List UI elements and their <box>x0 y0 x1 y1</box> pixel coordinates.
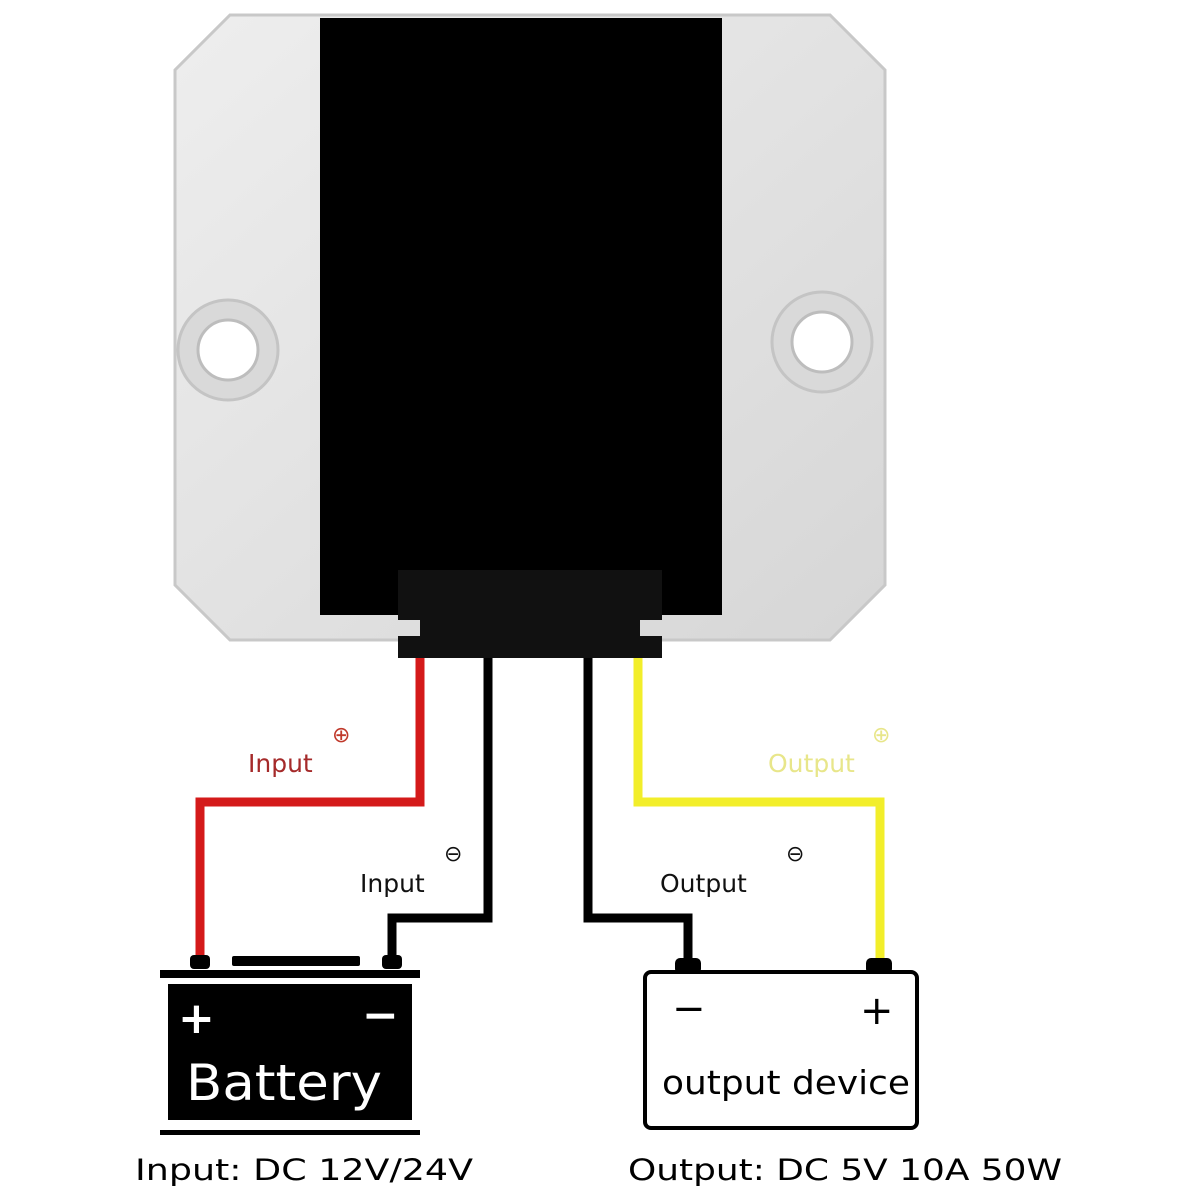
output-spec: Output: DC 5V 10A 50W <box>628 1153 1062 1187</box>
black-output-negative-wire <box>583 658 693 962</box>
negative-symbol-icon: ⊖ <box>786 842 804 867</box>
input-positive-label: Input <box>248 749 313 778</box>
yellow-output-positive-wire <box>633 658 885 962</box>
battery-minus-sign: − <box>362 990 399 1041</box>
output-negative-label: Output <box>660 869 747 898</box>
positive-symbol-icon: ⊕ <box>332 723 350 748</box>
output-device-minus-sign: − <box>672 986 706 1032</box>
positive-symbol-icon: ⊕ <box>872 723 890 748</box>
mounting-hole-right <box>770 290 874 394</box>
input-spec: Input: DC 12V/24V <box>135 1153 473 1187</box>
output-device-box <box>643 970 919 1130</box>
battery-label: Battery <box>186 1054 382 1112</box>
battery-positive-terminal <box>190 955 210 969</box>
battery: + − Battery <box>160 955 420 1135</box>
output-device-label: output device <box>662 1063 910 1102</box>
output-positive-label: Output <box>768 749 855 778</box>
wire-connector-block <box>398 570 662 658</box>
output-device-plus-sign: + <box>860 988 894 1034</box>
battery-plus-sign: + <box>178 993 215 1044</box>
battery-negative-terminal <box>382 955 402 969</box>
mounting-hole-left <box>176 298 280 402</box>
input-negative-label: Input <box>360 869 425 898</box>
black-input-negative-wire <box>387 658 493 962</box>
red-input-positive-wire <box>195 658 425 962</box>
output-device: − + output device <box>643 958 919 1130</box>
battery-body <box>168 984 412 1120</box>
negative-symbol-icon: ⊖ <box>444 842 462 867</box>
black-housing <box>320 18 722 615</box>
converter-module <box>173 13 887 658</box>
